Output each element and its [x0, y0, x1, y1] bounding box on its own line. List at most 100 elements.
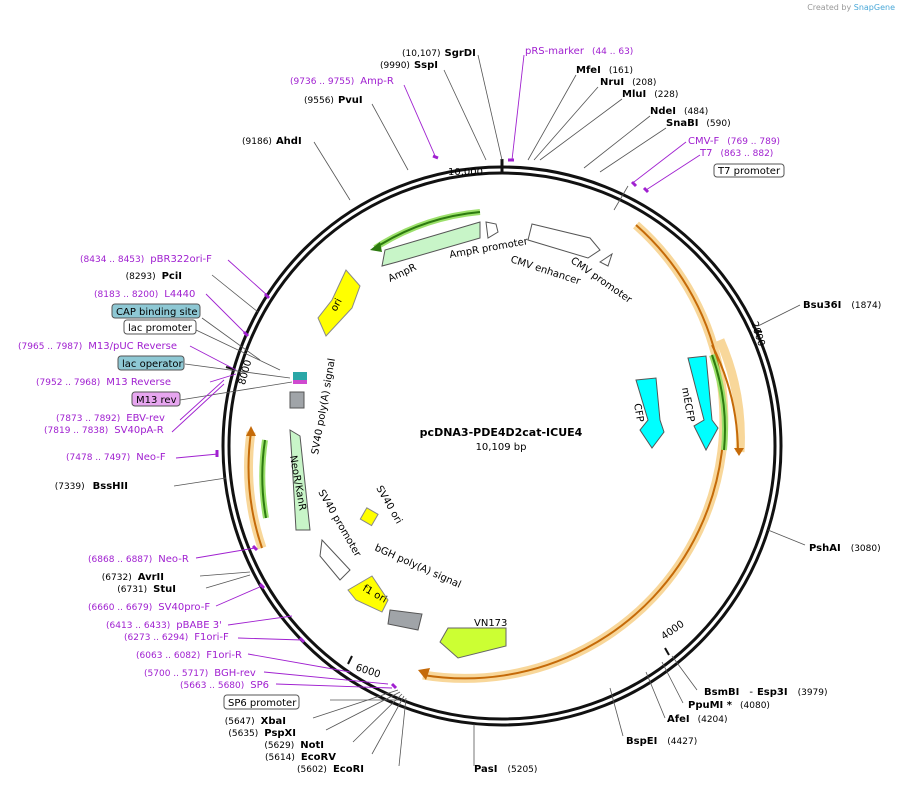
enzyme-ndei: NdeI(484) — [650, 106, 708, 117]
orf-arc2 — [711, 344, 739, 453]
tick-2000 — [754, 329, 763, 333]
feature-sv40-ori — [359, 507, 379, 527]
feature-ori — [317, 269, 361, 337]
label-sp6-promoter: SP6 promoter — [228, 698, 297, 709]
primer-ticks — [215, 154, 650, 690]
plasmid-name: pcDNA3-PDE4D2cat-ICUE4 — [420, 426, 583, 439]
primer-sv40pa: (7819 .. 7838)SV40pA-R — [44, 425, 164, 436]
feature-bgh-polya — [387, 609, 423, 631]
primer-neor: (6868 .. 6887)Neo-R — [88, 554, 189, 565]
enzyme-sspi: (9990)SspI — [380, 60, 438, 71]
enzyme-noti: (5629)NotI — [264, 740, 324, 751]
orf-arc3-arrowhead — [246, 426, 256, 436]
feature-ampr-promoter — [485, 221, 499, 239]
primer-f1f: (6273 .. 6294)F1ori-F — [124, 632, 229, 643]
enzyme-ecori: (5602)EcoRI — [297, 764, 364, 775]
enzyme-stui: (6731)StuI — [117, 584, 176, 595]
green-arrow-top-head — [370, 242, 382, 252]
box-lac-operator — [117, 355, 185, 371]
primer-ampr: (9736 .. 9755)Amp-R — [290, 76, 394, 87]
feature-lac-operator-mark — [293, 372, 307, 380]
orf-arc-halo — [422, 221, 729, 683]
orf-arc-arrowhead — [418, 668, 430, 680]
feature-m13rev-mark — [293, 380, 307, 384]
green-arrow-top — [374, 211, 481, 249]
enzyme-pasi: PasI(5205) — [474, 764, 537, 775]
primer-sv40pro: (6660 .. 6679)SV40pro-F — [88, 602, 210, 613]
enzyme-nrui: NruI(208) — [600, 77, 656, 88]
enzyme-bsshii: (7339)BssHII — [55, 481, 128, 492]
primer-pbr322: (8434 .. 8453)pBR322ori-F — [80, 254, 212, 265]
label-t7-promoter: T7 promoter — [717, 166, 781, 177]
label-cfp: CFP — [631, 403, 645, 423]
feature-f1-ori — [347, 575, 389, 613]
enzyme-avrii: (6732)AvrII — [102, 572, 164, 583]
label-bgh-polya: bGH poly(A) signal — [373, 543, 463, 591]
enzyme-ecorv: (5614)EcoRV — [265, 752, 336, 763]
feature-cmv-enhancer — [527, 223, 601, 259]
feature-neor-kanr — [289, 429, 311, 531]
feature-cfp — [635, 377, 665, 449]
tick-8000 — [225, 366, 234, 370]
orf-arc — [422, 224, 725, 680]
primer-m13puc: (7965 .. 7987)M13/pUC Reverse — [18, 341, 177, 352]
primer-f1r: (6063 .. 6082)F1ori-R — [136, 650, 242, 661]
primer-cmvf: CMV-F(769 .. 789) — [688, 136, 780, 147]
enzyme-pspxi: (5635)PspXI — [228, 728, 296, 739]
box-t7-promoter — [713, 163, 785, 178]
primer-t7: T7(863 .. 882) — [699, 148, 773, 159]
label-sv40-polya: SV40 poly(A) signal — [310, 357, 338, 455]
label-mecfp: mECFP — [679, 387, 696, 423]
primer-l4440: (8183 .. 8200)L4440 — [94, 289, 195, 300]
primer-prs: pRS-marker(44 .. 63) — [525, 46, 633, 57]
feature-sv40-polya — [289, 391, 305, 409]
label-vn173: VN173 — [474, 618, 507, 629]
enzyme-bsu36i: Bsu36I(1874) — [803, 300, 881, 311]
enzyme-snabi: SnaBI(590) — [666, 118, 731, 129]
label-lac-promoter: lac promoter — [128, 323, 193, 334]
tick-4000 — [664, 647, 670, 656]
box-lac-promoter — [123, 319, 197, 335]
enzyme-ahdi: (9186)AhdI — [242, 136, 302, 147]
enzyme-pshai: PshAI(3080) — [809, 543, 881, 554]
green-arrow-left — [261, 439, 267, 519]
snapgene-branding: Created by SnapGene — [807, 3, 895, 12]
enzyme-sgrdi: (10,107)SgrDI — [402, 48, 476, 59]
tick-6000 — [347, 655, 353, 665]
label-ori: ori — [329, 297, 345, 314]
label-m13-rev: M13 rev — [136, 395, 177, 406]
plasmid-size: 10,109 bp — [476, 442, 527, 453]
primer-m13reverse: (7952 .. 7968)M13 Reverse — [36, 377, 171, 388]
box-cap-binding-site — [111, 303, 201, 319]
feature-mecfp — [687, 355, 719, 452]
tick-label-4000: 4000 — [659, 619, 686, 643]
label-lac-operator: lac operator — [122, 359, 183, 370]
feature-cmv-promoter — [599, 252, 613, 267]
orf-arc3 — [247, 431, 263, 549]
primer-leader-lines — [171, 54, 701, 689]
orf-arc2-arrowhead — [734, 448, 744, 456]
enzyme-mfei: MfeI(161) — [576, 65, 633, 76]
enzyme-leader-lines — [173, 54, 806, 767]
label-sv40-ori: SV40 ori — [373, 484, 404, 526]
snapgene-logo: SnapGene — [853, 3, 895, 12]
box-m13-rev — [131, 391, 181, 407]
enzyme-mlui: MluI(228) — [622, 89, 678, 100]
enzyme-pvui: (9556)PvuI — [304, 95, 363, 106]
enzyme-bspei: BspEI(4427) — [626, 736, 697, 747]
enzyme-afei: AfeI(4204) — [667, 714, 728, 725]
tick-label-10000: 10,000 — [448, 167, 483, 178]
green-arrow-right — [711, 354, 726, 451]
label-ampr: AmpR — [387, 262, 419, 285]
enzyme-xbai: (5647)XbaI — [225, 716, 286, 727]
orf-arc2-halo — [715, 338, 745, 453]
primer-ebv: (7873 .. 7892)EBV-rev — [56, 413, 165, 424]
feature-sv40-promoter — [319, 538, 351, 581]
label-cap-binding-site: CAP binding site — [116, 307, 198, 318]
primer-neof: (7478 .. 7497)Neo-F — [66, 452, 166, 463]
enzyme-bsmbi: BsmBI-Esp3I(3979) — [704, 687, 828, 698]
box-sp6-promoter — [223, 694, 300, 710]
feature-ampr — [381, 221, 481, 267]
primer-sp6: (5663 .. 5680)SP6 — [180, 680, 269, 691]
